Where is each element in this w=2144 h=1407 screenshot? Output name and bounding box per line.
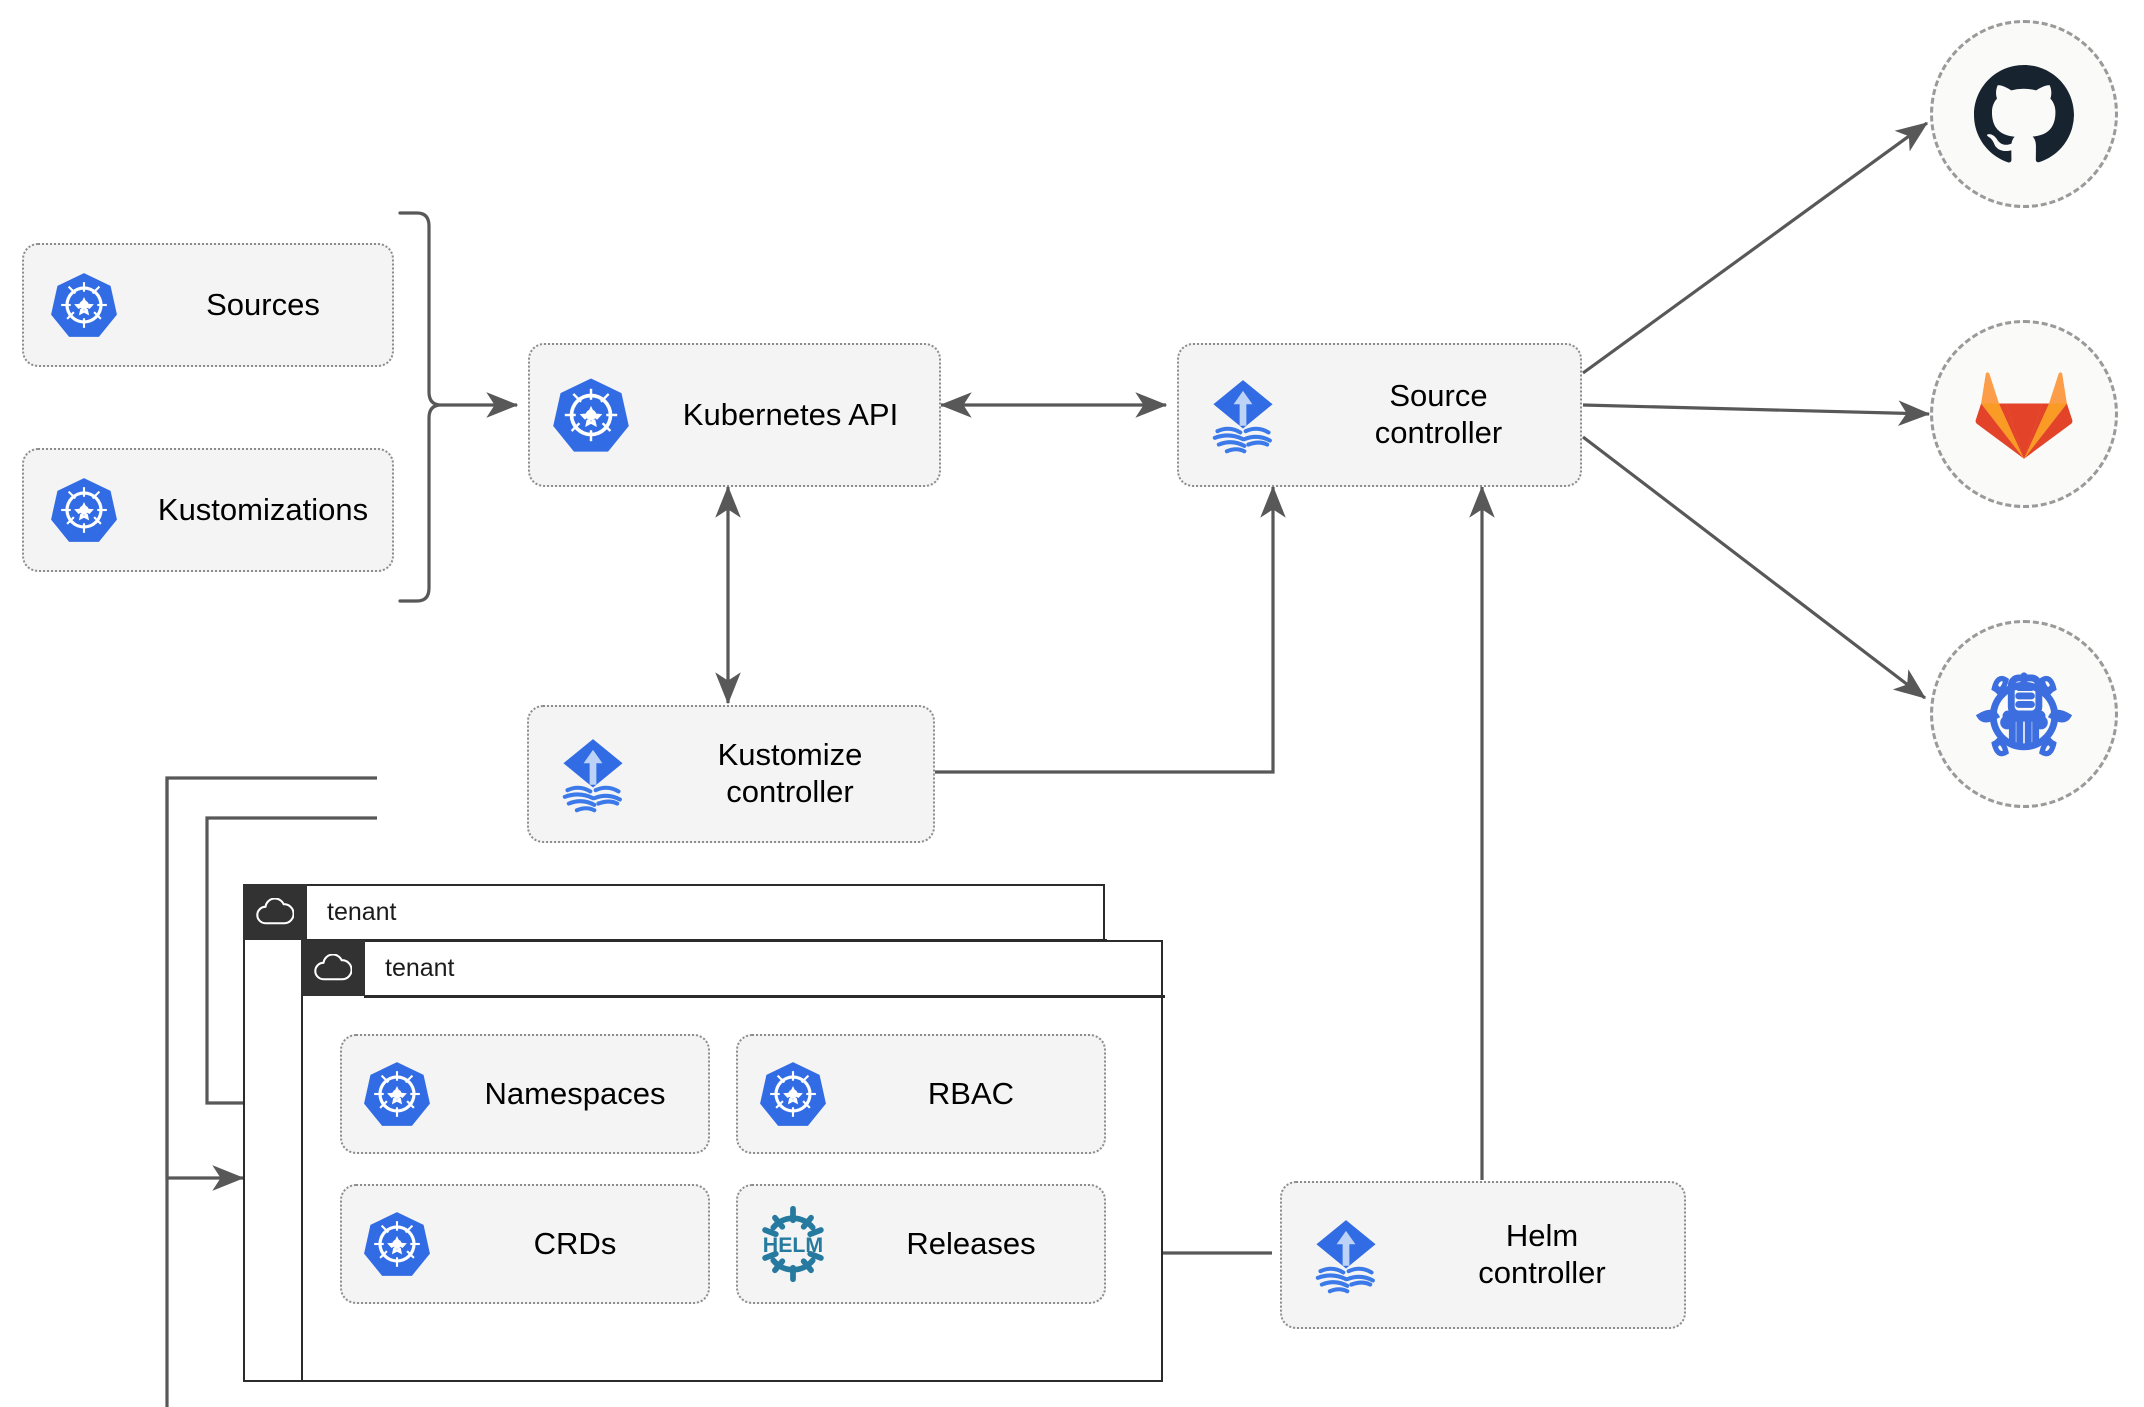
endpoint-gitlab[interactable] xyxy=(1930,320,2118,508)
node-label: Helm controller xyxy=(1478,1218,1606,1290)
node-kubernetes-api[interactable]: Kubernetes API xyxy=(528,343,941,487)
node-label: RBAC xyxy=(927,1075,1015,1111)
kubernetes-icon xyxy=(24,476,144,544)
kubernetes-icon xyxy=(342,1210,452,1278)
node-label: CRDs xyxy=(533,1225,617,1261)
tenant-label: tenant xyxy=(385,954,455,982)
flux-icon xyxy=(1179,372,1307,458)
tenant-tab xyxy=(242,883,307,940)
node-label: Kubernetes API xyxy=(682,396,899,432)
tenant-front-container[interactable]: tenant xyxy=(300,939,1165,1382)
oci-registry-icon xyxy=(1971,661,2077,767)
node-label: Releases xyxy=(906,1225,1036,1261)
kubernetes-icon xyxy=(530,376,652,454)
endpoint-registry[interactable] xyxy=(1930,620,2118,808)
endpoint-github[interactable] xyxy=(1930,20,2118,208)
cloud-icon xyxy=(255,897,294,926)
tenant-label: tenant xyxy=(327,898,397,926)
node-crds[interactable]: CRDs xyxy=(340,1184,710,1304)
node-namespaces[interactable]: Namespaces xyxy=(340,1034,710,1154)
gitlab-icon xyxy=(1972,364,2076,464)
node-sources[interactable]: Sources xyxy=(22,243,394,367)
node-label: Kustomize controller xyxy=(717,737,863,809)
kubernetes-icon xyxy=(342,1060,452,1128)
node-label: Kustomizations xyxy=(157,491,369,527)
node-releases[interactable]: HELM Releases xyxy=(736,1184,1106,1304)
node-kustomize-controller[interactable]: Kustomize controller xyxy=(527,705,935,843)
node-source-controller[interactable]: Source controller xyxy=(1177,343,1582,487)
github-icon xyxy=(1974,64,2074,164)
node-rbac[interactable]: RBAC xyxy=(736,1034,1106,1154)
tenant-header-rule xyxy=(364,995,1165,998)
cloud-icon xyxy=(313,953,352,982)
edge-kustomize-to-source-controller xyxy=(934,485,1286,774)
tenant-tab xyxy=(300,939,365,996)
flux-icon xyxy=(1282,1212,1410,1298)
helm-icon: HELM xyxy=(738,1203,848,1285)
svg-text:HELM: HELM xyxy=(763,1233,823,1257)
edge-source-to-gitlab xyxy=(1582,400,1931,426)
kubernetes-icon xyxy=(738,1060,848,1128)
kubernetes-icon xyxy=(24,271,144,339)
node-label: Source controller xyxy=(1374,378,1503,450)
node-kustomizations[interactable]: Kustomizations xyxy=(22,448,394,572)
node-label: Sources xyxy=(206,286,320,322)
edge-source-to-registry xyxy=(1582,435,1927,700)
flux-icon xyxy=(529,731,657,817)
node-helm-controller[interactable]: Helm controller xyxy=(1280,1181,1686,1329)
edge-kustomize-to-tenant-back xyxy=(165,778,245,1191)
edge-source-to-github xyxy=(1582,121,1929,375)
node-label: Namespaces xyxy=(484,1075,666,1111)
edge-inputs-bracket xyxy=(398,211,442,603)
